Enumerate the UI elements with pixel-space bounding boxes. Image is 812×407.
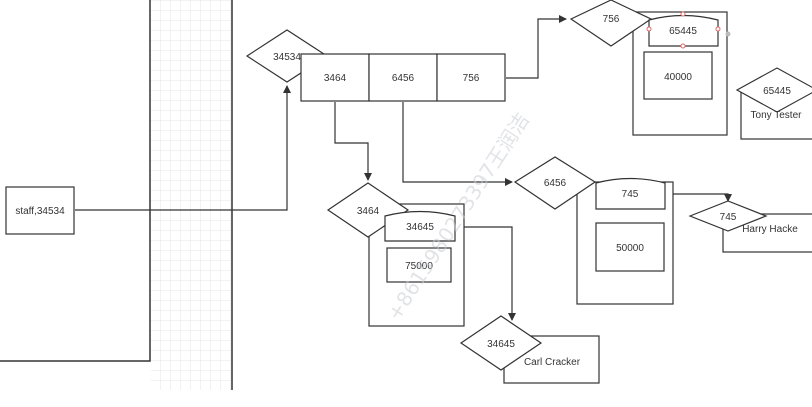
- harry-name-label: Harry Hacke: [742, 224, 798, 235]
- node-3464-key-label: 34645: [406, 222, 434, 233]
- cell-6456[interactable]: [368, 53, 438, 102]
- cursor-hint: [725, 31, 731, 37]
- staff-node-label: staff,34534: [15, 206, 65, 217]
- carl-box[interactable]: [503, 335, 600, 384]
- selection-handle[interactable]: [680, 11, 686, 17]
- cell-756-label: 756: [463, 73, 480, 84]
- cell-756[interactable]: [436, 53, 506, 102]
- decision-34534-label: 34534: [273, 52, 301, 63]
- node-6456-value[interactable]: [595, 222, 665, 272]
- decision-6456-label: 6456: [544, 178, 567, 189]
- left-container-border: [0, 0, 151, 362]
- node-3464-value-label: 75000: [405, 261, 433, 272]
- staff-node[interactable]: [5, 186, 75, 235]
- connector-staff-to-hash: [75, 85, 291, 211]
- connector-6456-cell: [402, 102, 513, 186]
- node-3464-key-shape[interactable]: [384, 210, 456, 242]
- cell-3464[interactable]: [300, 53, 370, 102]
- tony-key-label: 65445: [763, 86, 791, 97]
- decision-3464-label: 3464: [357, 206, 380, 217]
- decision-745-label: 745: [720, 212, 737, 223]
- selection-handles[interactable]: [646, 11, 721, 49]
- connector-34645: [455, 226, 516, 321]
- selection-handle[interactable]: [680, 43, 686, 49]
- decision-6456[interactable]: [513, 156, 597, 210]
- node-756-key-label: 65445: [669, 26, 697, 37]
- node-756-value[interactable]: [643, 51, 713, 100]
- node-6456-key-label: 745: [622, 189, 639, 200]
- decision-34645[interactable]: [459, 315, 543, 371]
- node-6456-key-shape[interactable]: [595, 177, 666, 210]
- connector-3464-cell: [334, 102, 372, 181]
- tony-roof[interactable]: [735, 67, 812, 113]
- decision-745[interactable]: [688, 200, 768, 232]
- connector-756-cell: [506, 15, 567, 79]
- cell-3464-label: 3464: [324, 73, 347, 84]
- selection-handle[interactable]: [715, 26, 721, 32]
- grid-strip: [151, 0, 231, 390]
- node-3464-value[interactable]: [386, 247, 452, 283]
- node-756-value-label: 40000: [664, 72, 692, 83]
- node-6456-value-label: 50000: [616, 243, 644, 254]
- decision-756-label: 756: [603, 14, 620, 25]
- node-756-key-shape[interactable]: [648, 14, 719, 47]
- selection-handle[interactable]: [646, 26, 652, 32]
- tony-name-label: Tony Tester: [751, 110, 803, 121]
- connector-745: [666, 193, 732, 202]
- cell-6456-label: 6456: [392, 73, 415, 84]
- decision-34645-label: 34645: [487, 339, 515, 350]
- carl-name-label: Carl Cracker: [524, 357, 581, 368]
